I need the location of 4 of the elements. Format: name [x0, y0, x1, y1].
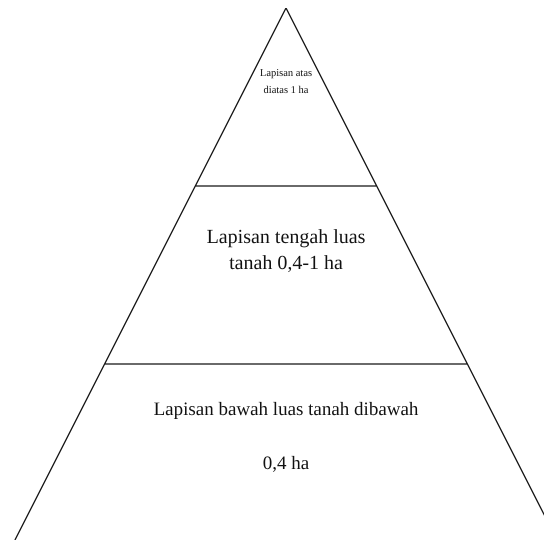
layer-label: 0,4 ha [262, 452, 310, 476]
layer-label: Lapisan tengah luas tanah 0,4-1 ha [206, 225, 366, 276]
layer-label: Lapisan bawah luas tanah dibawah [152, 398, 420, 422]
layer-label: Lapisan atas diatas 1 ha [258, 67, 314, 98]
